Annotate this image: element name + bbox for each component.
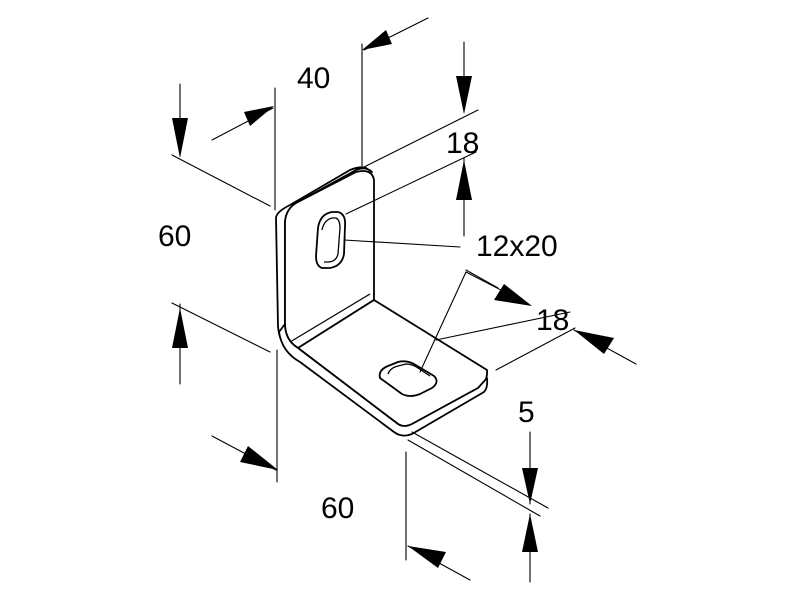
dim-label-slot-offset-vertical: 18 [446, 127, 479, 160]
dim-label-width-top: 40 [297, 62, 330, 95]
arrow-18v-top [456, 76, 472, 114]
arrow-5-top [522, 468, 538, 504]
dim-label-slot-size: 12x20 [476, 230, 558, 263]
horizontal-slot [378, 360, 438, 397]
dimension-arrows [172, 17, 637, 583]
horizontal-slot-inner [387, 363, 431, 377]
arrow-60h-left [240, 446, 278, 470]
arrow-18v-bottom [456, 160, 472, 200]
arrow-5-bottom [522, 514, 538, 552]
extension-lines [171, 43, 576, 561]
arrow-40-left [244, 106, 274, 126]
dim-label-slot-offset-horizontal: 18 [536, 304, 569, 337]
arrow-18h-left [494, 284, 532, 306]
arrow-40-right [362, 30, 392, 50]
dimension-labels: 40 18 12x20 60 18 5 60 [158, 62, 569, 525]
arrow-60v-top [172, 118, 188, 158]
dim-label-height: 60 [158, 220, 191, 253]
arrow-60v-bottom [172, 308, 188, 348]
vertical-slot-inner [321, 217, 341, 263]
arrow-18h-right [574, 330, 614, 354]
vertical-slot [315, 211, 347, 269]
bend-line [289, 293, 371, 343]
horizontal-leg-front-edge [278, 323, 489, 437]
dim-label-thickness: 5 [518, 396, 535, 429]
arrow-60h-right [408, 546, 446, 568]
angle-bracket [275, 166, 489, 437]
dim-label-base-length: 60 [321, 492, 354, 525]
